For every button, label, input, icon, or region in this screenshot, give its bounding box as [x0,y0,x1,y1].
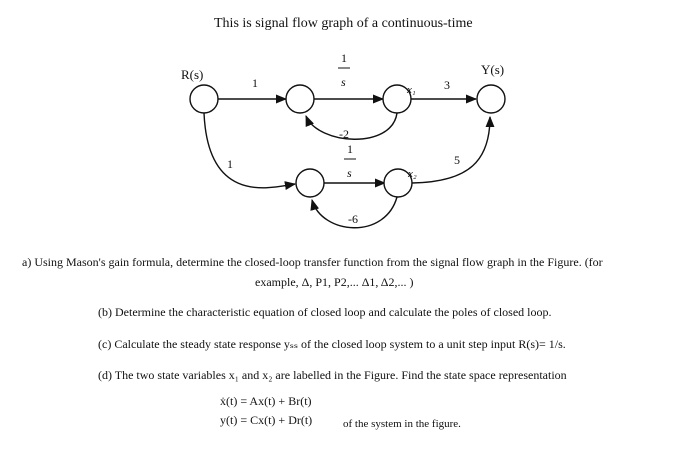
gain-b-to-x2-num: 1 [347,142,353,156]
node-x2 [383,168,413,198]
gain-x2-to-y: 5 [454,153,460,167]
node-a [285,84,315,114]
label-input: R(s) [181,67,203,82]
label-x2: x₂ [407,168,417,180]
gain-a-to-x1-den: s [341,75,346,89]
document-title: This is signal flow graph of a continuou… [214,16,473,31]
equation-suffix: of the system in the figure. [343,418,461,430]
gain-feedback-bottom: -6 [348,212,358,226]
label-x1: x₁ [406,84,416,96]
question-a-line2: example, Δ, P1, P2,... Δ1, Δ2,... ) [255,275,414,289]
output-equation: y(t) = Cx(t) + Dr(t) [220,413,313,427]
question-b: (b) Determine the characteristic equatio… [98,305,552,319]
edge-feedback-bottom [310,196,398,229]
edge-feedback-top [305,112,398,140]
question-d: (d) The two state variables x₁ and x₂ ar… [98,368,567,382]
node-r [189,84,219,114]
signal-flow-graph: R(s) Y(s) x₁ x₂ 1 1 s 3 -2 1 1 s 5 -6 [181,51,506,229]
edge-r-to-b [203,112,297,191]
gain-feedback-top: -2 [339,127,349,141]
gain-r-to-b: 1 [227,157,233,171]
gain-r-to-a: 1 [252,76,258,90]
question-c: (c) Calculate the steady state response … [98,337,566,351]
node-x1 [382,84,412,114]
node-y [476,84,506,114]
gain-a-to-x1-num: 1 [341,51,347,65]
edge-x2-to-y [411,115,495,184]
node-b [295,168,325,198]
state-equation: ẋ(t) = Ax(t) + Br(t) [220,394,312,408]
gain-b-to-x2-den: s [347,166,352,180]
label-output: Y(s) [481,62,504,77]
gain-x1-to-y: 3 [444,78,450,92]
question-a-line1: a) Using Mason's gain formula, determine… [22,255,603,269]
question-a: a) Using Mason's gain formula, determine… [22,252,688,292]
